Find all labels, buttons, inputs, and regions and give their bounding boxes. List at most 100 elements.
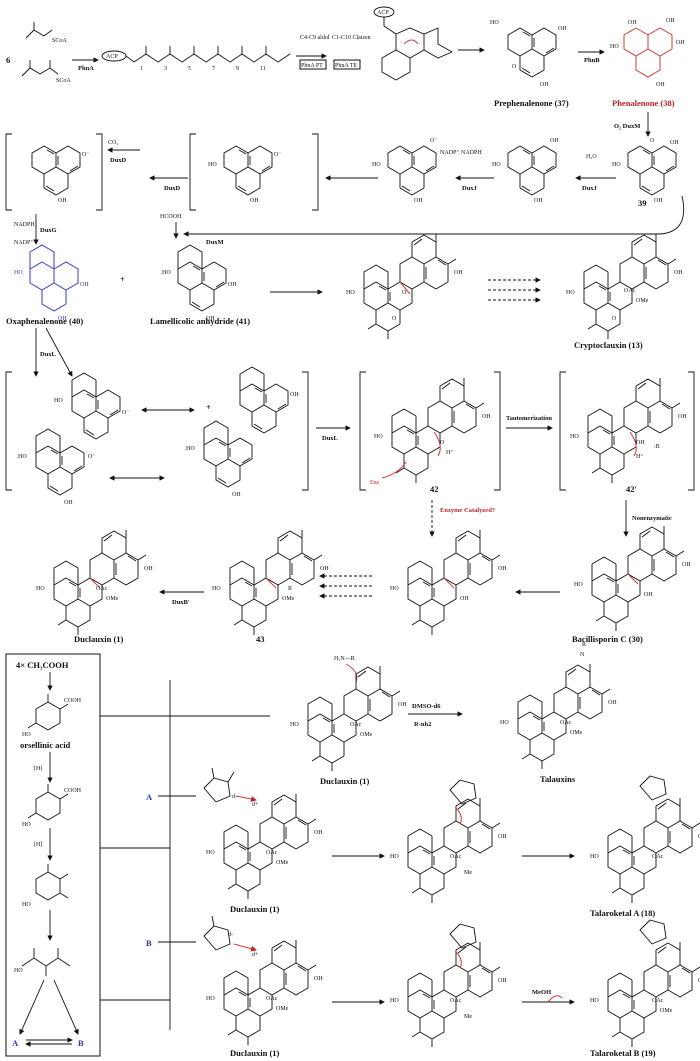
enz-label: Enz bbox=[370, 480, 380, 486]
svg-text:OH: OH bbox=[540, 82, 549, 88]
scoa-label-2: SCoA bbox=[56, 78, 71, 84]
svg-text:HO: HO bbox=[610, 44, 619, 50]
svg-text:OH: OH bbox=[320, 566, 329, 572]
svg-text:OMe: OMe bbox=[276, 1006, 289, 1012]
svg-text:OH: OH bbox=[678, 414, 687, 420]
me-label-b: Me bbox=[464, 1014, 472, 1020]
phna-pt-label: PhnA PT bbox=[301, 63, 323, 69]
nonenzymatic-label: Nonenzymatic bbox=[632, 515, 672, 522]
svg-text:OH: OH bbox=[460, 596, 469, 602]
h-label-1: [H] bbox=[34, 766, 42, 772]
svg-text:COOH: COOH bbox=[64, 698, 82, 704]
enzyme-catalyzed-label: Enzyme Catalyzed? bbox=[440, 507, 495, 514]
svg-text:OH: OH bbox=[676, 40, 685, 46]
oac-label-1: OAc bbox=[96, 586, 108, 592]
svg-text:HO: HO bbox=[390, 854, 399, 860]
svg-text:OH: OH bbox=[698, 834, 700, 840]
svg-text:OH: OH bbox=[58, 198, 67, 204]
delta-minus-b: d- bbox=[228, 932, 233, 938]
tautomerization-label: Tautomerization bbox=[506, 415, 552, 422]
phenalenone-label: Phenalenone (38) bbox=[612, 98, 675, 108]
nadph-label: NADPH bbox=[14, 222, 35, 228]
co2-label: CO₂ bbox=[108, 140, 118, 146]
compound-39-label: 39 bbox=[638, 198, 647, 208]
svg-text:OMe: OMe bbox=[360, 732, 373, 738]
resonance-a: HOO⁻ bbox=[54, 372, 130, 440]
svg-text:OH: OH bbox=[498, 978, 507, 984]
svg-text:HO: HO bbox=[290, 722, 299, 728]
svg-text:OH: OH bbox=[550, 138, 559, 144]
svg-text:HO: HO bbox=[612, 162, 621, 168]
svg-text:OH: OH bbox=[314, 830, 323, 836]
svg-text:1: 1 bbox=[140, 66, 143, 72]
rnh2-label: R-nh2 bbox=[414, 721, 431, 728]
svg-text:O: O bbox=[402, 290, 407, 296]
svg-text:OAc: OAc bbox=[560, 720, 572, 726]
svg-text:OH: OH bbox=[250, 198, 259, 204]
biosynthesis-box bbox=[5, 653, 101, 1057]
svg-text:11: 11 bbox=[260, 66, 266, 72]
svg-text:HO: HO bbox=[566, 290, 575, 296]
svg-text:O: O bbox=[440, 440, 445, 446]
o2-duxm-label: O₂ DuxM bbox=[614, 123, 640, 130]
duclauxin-label-3: Duclauxin (1) bbox=[230, 904, 280, 914]
svg-text:OH: OH bbox=[144, 566, 153, 572]
row5: Enzyme Catalyzed? Nonenzymatic HO OH OAc … bbox=[36, 500, 691, 644]
svg-text:OH: OH bbox=[232, 492, 241, 498]
svg-text:OMe: OMe bbox=[636, 298, 649, 304]
scoa-label-1: SCoA bbox=[52, 38, 67, 44]
duxl-label-1: DuxL bbox=[40, 351, 57, 358]
bacillisporin-label: Bacillisporin C (30) bbox=[572, 634, 643, 644]
duclauxin-label-1: Duclauxin (1) bbox=[74, 634, 124, 644]
svg-text:3: 3 bbox=[164, 66, 167, 72]
enzyme-phna: PhnA bbox=[78, 65, 94, 72]
svg-text:OH: OH bbox=[398, 702, 407, 708]
svg-text:O⁻: O⁻ bbox=[82, 152, 90, 158]
svg-text:OH: OH bbox=[698, 978, 700, 984]
svg-text:7: 7 bbox=[212, 66, 215, 72]
compound-42p-label: 42' bbox=[626, 484, 637, 494]
svg-text:OH: OH bbox=[498, 834, 507, 840]
phna-te-label: PhnA TE bbox=[335, 63, 357, 69]
svg-text:O⁻: O⁻ bbox=[430, 138, 438, 144]
svg-text:HO: HO bbox=[390, 998, 399, 1004]
svg-text:O⁻: O⁻ bbox=[122, 410, 130, 416]
intermediate-row2-left: O⁻ OH bbox=[31, 145, 90, 204]
svg-text:N: N bbox=[580, 652, 585, 658]
svg-text:OAc: OAc bbox=[266, 850, 278, 856]
oxaphenalenone-label: Oxaphenalenone (40) bbox=[6, 316, 83, 326]
duxm-label: DuxM bbox=[206, 239, 224, 246]
delta-plus-b: d+ bbox=[252, 952, 259, 958]
svg-text:R: R bbox=[288, 586, 292, 592]
svg-text:OH: OH bbox=[628, 20, 637, 26]
talaroketal-b-label: Talaroketal B (19) bbox=[590, 1048, 656, 1058]
svg-text:HO: HO bbox=[206, 850, 215, 856]
duclauxin-structure-row5: HO OH OAc OMe bbox=[36, 529, 153, 636]
cryptoclauxin-label: Cryptoclauxin (13) bbox=[574, 340, 643, 350]
svg-text:HO: HO bbox=[36, 586, 45, 592]
svg-text:HO: HO bbox=[162, 270, 171, 276]
svg-text:OH: OH bbox=[64, 500, 73, 506]
svg-text:OH: OH bbox=[656, 82, 665, 88]
ome-label-1: OMe bbox=[106, 596, 119, 602]
side-label-b: B bbox=[78, 1038, 84, 1048]
svg-text:HO: HO bbox=[208, 162, 217, 168]
duxj-label-2: DuxJ bbox=[462, 185, 478, 192]
h-plus-label: H⁺ bbox=[636, 453, 644, 460]
duxj-label-1: DuxJ bbox=[582, 185, 598, 192]
